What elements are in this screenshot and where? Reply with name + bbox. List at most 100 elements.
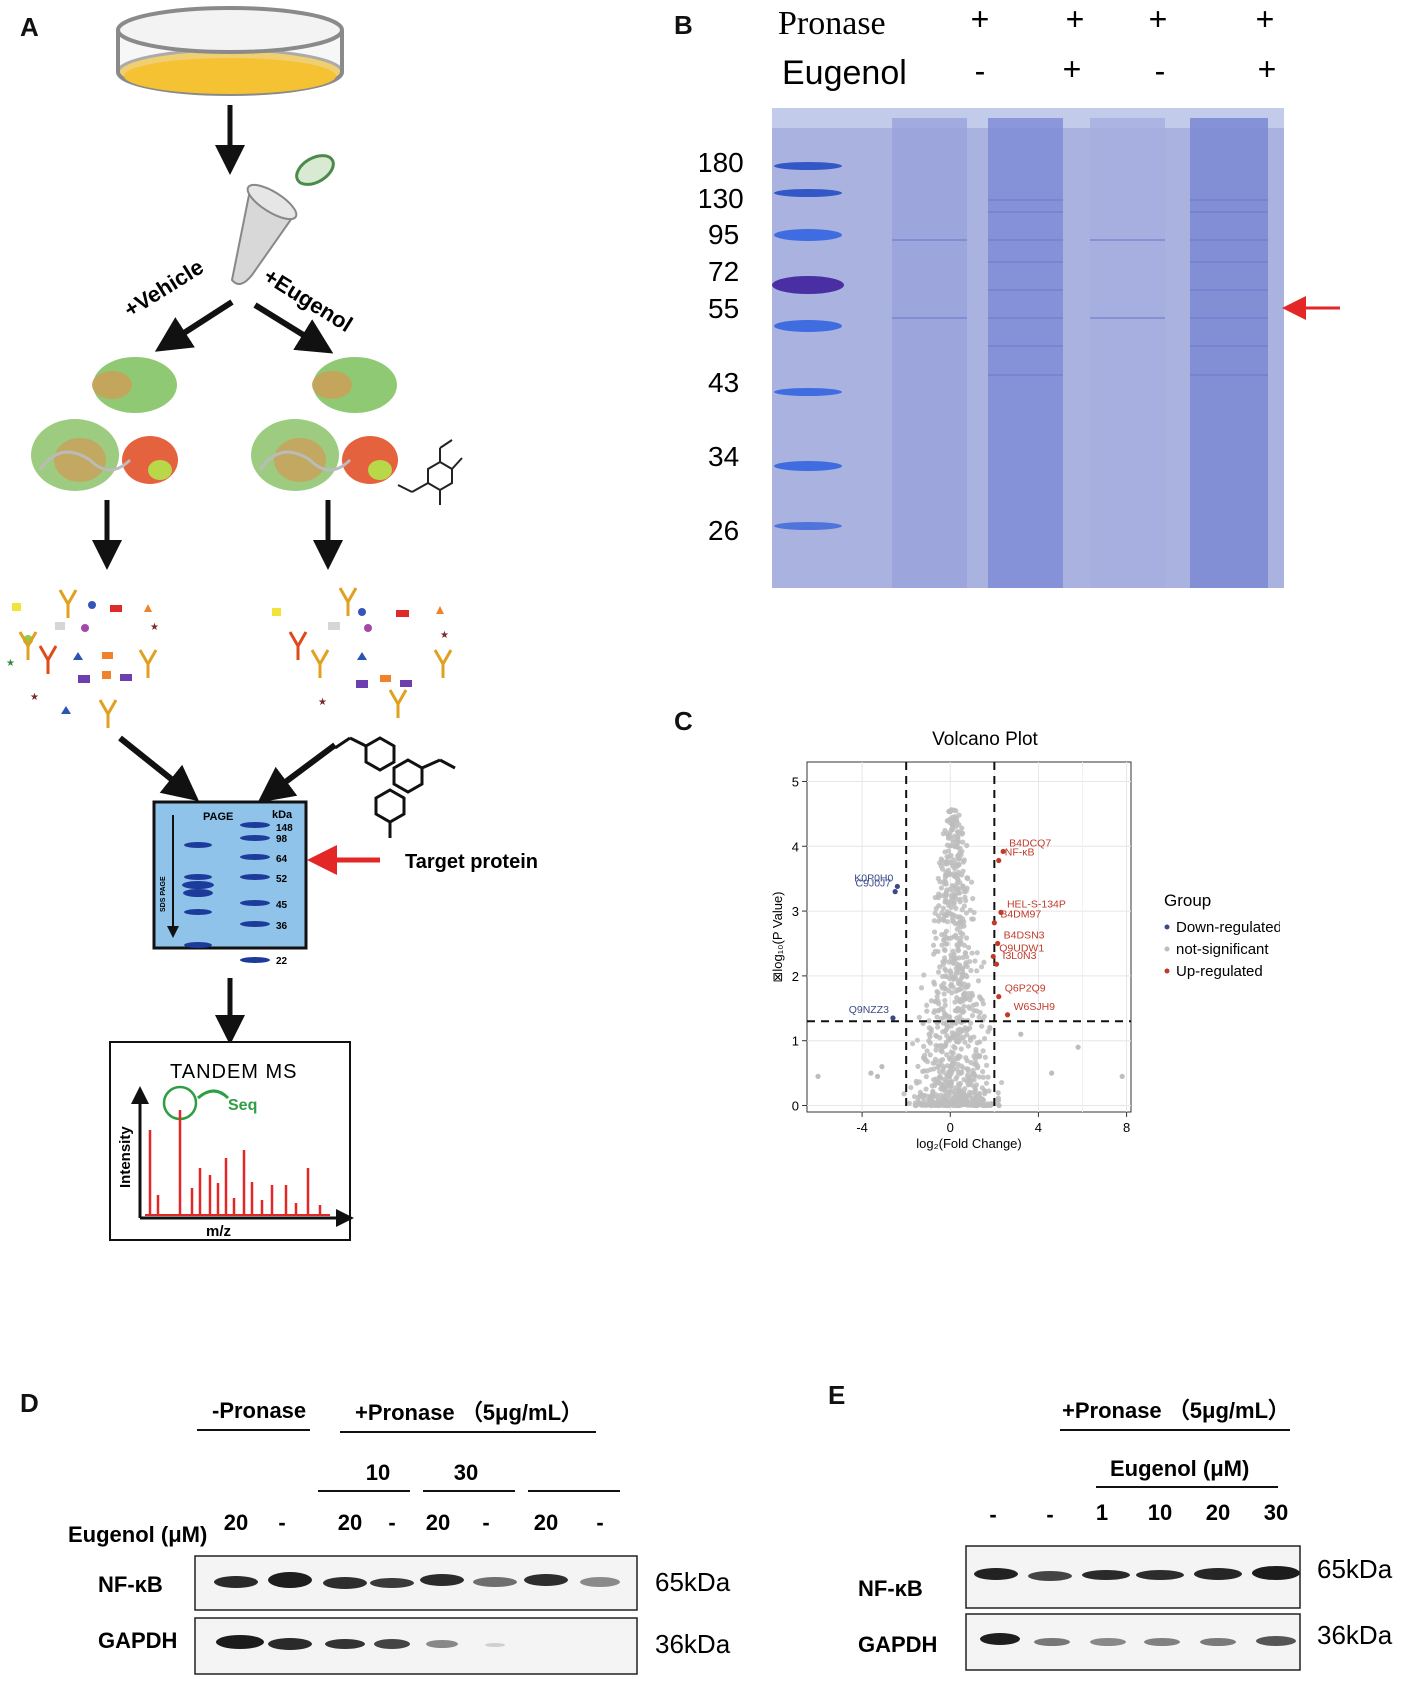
sds-page-gel: Pronase Eugenol + + + + - + - +: [697, 1, 1340, 588]
ns-point: [955, 965, 962, 971]
ns-point: [952, 999, 958, 1005]
ns-point: [980, 1048, 986, 1054]
row-label-eugenol: Eugenol: [782, 54, 907, 92]
ns-point: [924, 1008, 930, 1014]
lane-label: -: [596, 1510, 603, 1535]
ns-point: [909, 1041, 916, 1047]
ns-point: [970, 916, 976, 922]
ns-point: [959, 825, 965, 831]
ns-point: [989, 1101, 995, 1107]
eugenol-label: +Eugenol: [259, 263, 357, 337]
x-tick-label: 4: [1035, 1120, 1042, 1135]
ns-point: [961, 919, 967, 925]
peptide-fragments-icon: ★ ★ ★: [6, 589, 159, 728]
svg-text:★: ★: [440, 630, 449, 641]
ns-point: [951, 912, 957, 918]
ns-point: [963, 984, 969, 990]
pronase-sign: +: [1066, 1, 1085, 37]
ns-point: [948, 952, 954, 958]
panel-label-c: C: [674, 706, 693, 736]
ns-point: [962, 950, 968, 956]
ns-point: [916, 1014, 922, 1020]
kda-label: 65kDa: [1317, 1554, 1393, 1584]
kda-label: 36kDa: [655, 1629, 731, 1659]
ns-point: [979, 1085, 985, 1091]
ns-point: [972, 1056, 978, 1062]
ns-point: [986, 1088, 992, 1094]
ns-point: [954, 1015, 960, 1021]
ns-point: [964, 885, 970, 891]
ns-point: [952, 892, 958, 899]
ns-point: [947, 843, 953, 849]
lane-label: -: [388, 1510, 395, 1535]
ns-point: [962, 1039, 968, 1045]
ns-point: [953, 955, 959, 961]
ns-point: [915, 1101, 921, 1107]
ns-point: [946, 976, 953, 982]
pronase-sign: +: [971, 1, 990, 37]
ns-point: [815, 1073, 821, 1079]
western-blot-e: +Pronase （5μg/mL） Eugenol (μM) - - 1 10 …: [820, 1390, 1417, 1676]
ns-point: [924, 1068, 930, 1074]
ns-point: [964, 875, 970, 881]
lane-label: -: [1046, 1502, 1053, 1527]
ladder-label: 43: [708, 367, 739, 398]
ladder-bands: [772, 162, 844, 530]
ns-point: [926, 1025, 932, 1031]
vehicle-label: +Vehicle: [119, 254, 207, 322]
ns-point: [947, 859, 953, 865]
ns-point: [945, 817, 952, 823]
ns-point: [923, 1074, 929, 1080]
ns-point: [964, 974, 970, 980]
ns-point: [957, 880, 963, 886]
ns-point: [940, 1096, 946, 1102]
svg-text:★: ★: [30, 692, 39, 703]
ns-point: [966, 1081, 972, 1087]
ns-point: [970, 1067, 976, 1074]
ns-point: [955, 947, 962, 954]
eugenol-dose-label: Eugenol (μM): [1110, 1456, 1249, 1481]
y-tick-label: 1: [792, 1034, 799, 1049]
ns-point: [948, 935, 954, 941]
ns-point: [948, 904, 954, 911]
ns-point: [940, 905, 946, 911]
ns-point: [938, 1006, 944, 1012]
ns-point: [933, 1047, 939, 1053]
plus-pronase-label: +Pronase （5μg/mL）: [1062, 1398, 1290, 1423]
ns-point: [918, 985, 925, 991]
ns-point: [952, 860, 958, 866]
ns-point: [933, 1032, 939, 1039]
ns-point: [961, 942, 968, 948]
ns-point: [968, 1077, 975, 1083]
ns-point: [963, 962, 969, 968]
blot-row-label: NF-κB: [98, 1572, 163, 1597]
ns-point: [968, 879, 975, 885]
ns-point: [969, 992, 976, 999]
ns-point: [939, 857, 945, 864]
ns-point: [959, 975, 965, 981]
x-tick-label: 8: [1123, 1120, 1130, 1135]
ns-point: [978, 964, 985, 970]
arrow-left-icon: [154, 299, 234, 352]
peptide-fragments-icon: ★ ★: [272, 587, 453, 718]
ns-point: [940, 1056, 946, 1063]
point-label: B4DM97: [1000, 909, 1041, 921]
ns-point: [952, 1045, 958, 1051]
point-label: HEL-S-134P: [1007, 898, 1066, 910]
western-blot-d: -Pronase +Pronase （5μg/mL） 10 30 Eugenol…: [0, 1390, 760, 1676]
ns-point: [931, 951, 937, 957]
ns-point: [947, 829, 953, 835]
ns-point: [921, 1052, 928, 1058]
ns-point: [932, 910, 938, 916]
ns-point: [874, 1073, 881, 1079]
ns-point: [960, 868, 966, 874]
eugenol-sign: -: [975, 53, 986, 89]
ns-point: [982, 1054, 988, 1060]
ladder-label: 72: [708, 256, 739, 287]
ns-point: [952, 873, 959, 880]
ns-point: [920, 1068, 926, 1075]
ns-point: [970, 895, 976, 902]
gapdh-blot-strip: [965, 1613, 1301, 1671]
point-label: Q6P2Q9: [1005, 983, 1046, 995]
